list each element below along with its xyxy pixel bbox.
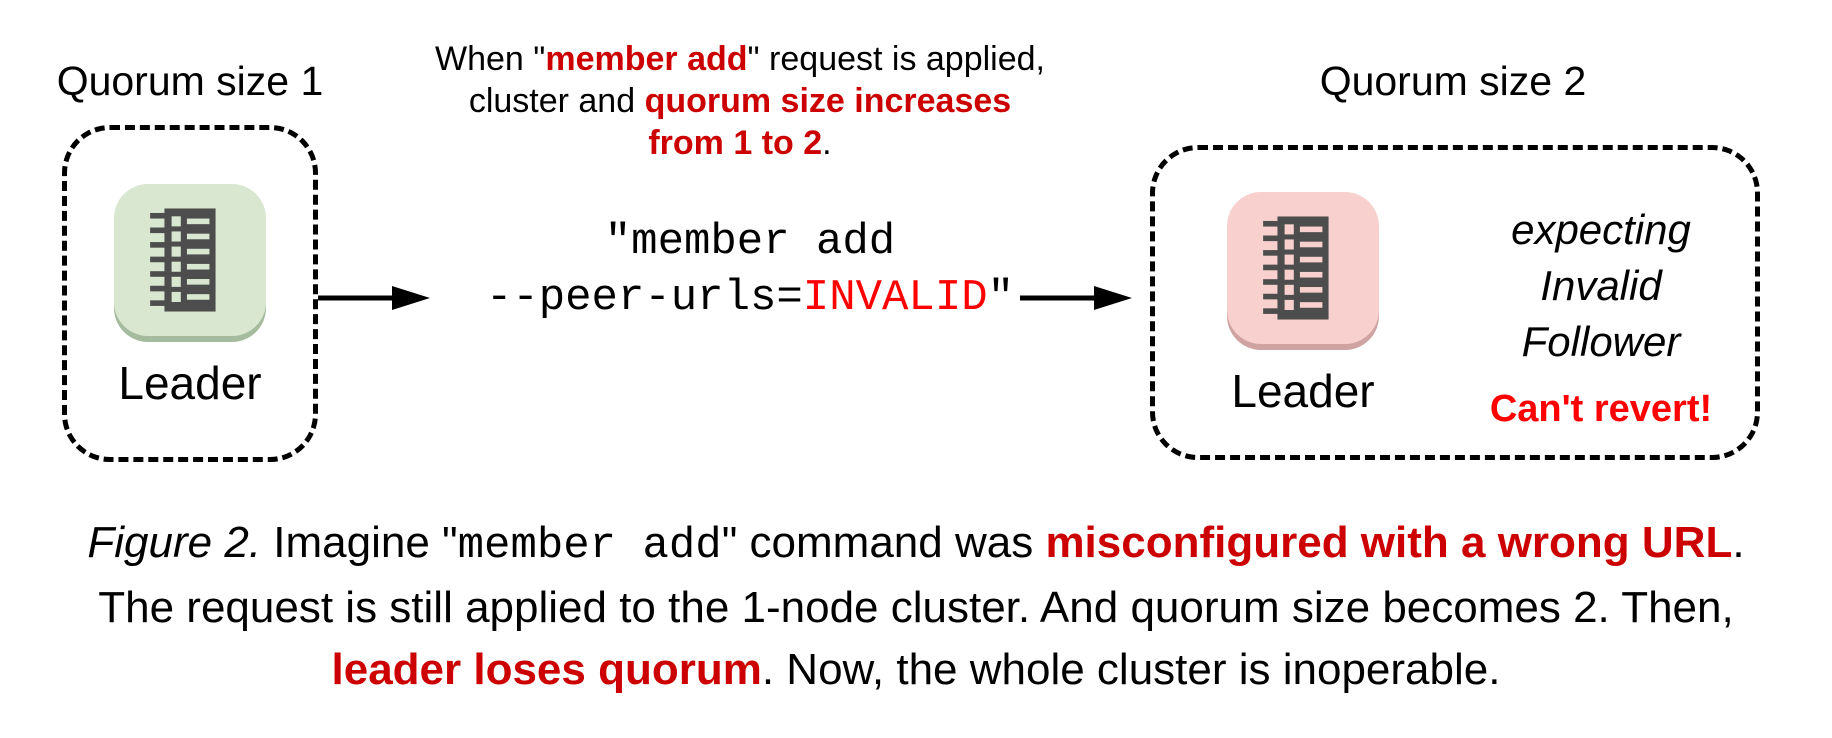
command-line-2: --peer-urls=INVALID" [485,273,1015,324]
right-cluster-box: Leader expecting Invalid Follower Can't … [1150,145,1760,460]
expect-line-2: Invalid [1540,262,1662,309]
annotation-line-3: from 1 to 2. [648,124,832,163]
caption-code-member-add: member add [457,521,722,571]
annotation-line-1: When "member add" request is applied, [435,40,1045,78]
member-add-annotation: When "member add" request is applied, cl… [390,38,1090,164]
figure-number-label: Figure 2. [87,518,262,567]
cant-revert-warning: Can't revert! [1489,388,1713,430]
etcd-node-icon [1227,192,1379,344]
expecting-invalid-follower-note: expecting Invalid Follower [1461,202,1741,370]
command-line-1: "member add [604,217,896,267]
annotation-red-member-add: member add [545,40,748,78]
figure-caption: Figure 2. Imagine "member add" command w… [0,512,1832,701]
annotation-red-quorum-increase: quorum size increases [644,82,1012,121]
annotation-red-from-1-to-2: from 1 to 2 [648,124,823,163]
command-invalid-url: INVALID [802,273,988,324]
left-node-label: Leader [118,357,262,409]
right-node: Leader [1197,192,1409,418]
caption-line-3: leader loses quorum. Now, the whole clus… [331,645,1501,694]
right-node-label: Leader [1231,365,1375,417]
caption-red-leader-loses-quorum: leader loses quorum [331,645,762,694]
caption-red-misconfigured: misconfigured with a wrong URL [1045,518,1733,567]
right-cluster-title: Quorum size 2 [1319,58,1587,104]
caption-line-1: Figure 2. Imagine "member add" command w… [87,518,1745,571]
etcd-node-icon [114,184,266,336]
annotation-line-2: cluster and quorum size increases [468,82,1012,121]
expect-line-3: Follower [1521,318,1681,365]
left-cluster-box: Leader [62,125,318,462]
left-node: Leader [85,184,295,410]
member-add-command: "member add --peer-urls=INVALID" [420,214,1080,327]
caption-line-2: The request is still applied to the 1-no… [98,583,1734,632]
arrow-left-to-command [318,285,430,311]
expect-line-1: expecting [1511,206,1691,253]
left-cluster-title: Quorum size 1 [56,58,324,104]
arrow-command-to-right [1020,285,1132,311]
